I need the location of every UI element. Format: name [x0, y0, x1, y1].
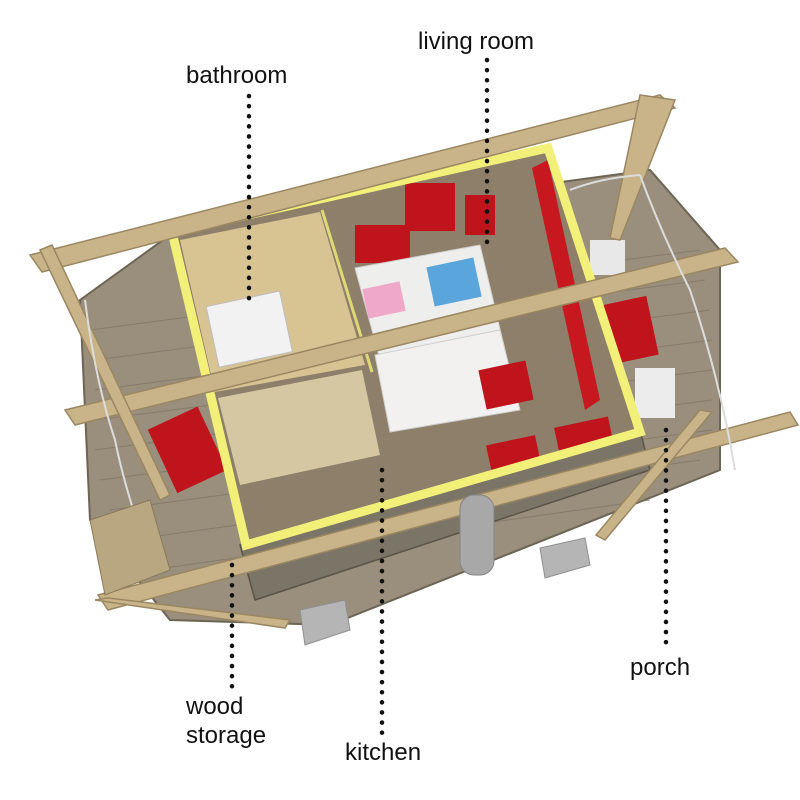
bed-cushions	[374, 329, 521, 433]
red-door-frame	[532, 160, 600, 410]
wall-outline	[166, 142, 646, 551]
label-living-room: living room	[418, 28, 535, 55]
stove-pipe	[459, 494, 495, 576]
roof-beams	[28, 94, 800, 629]
porch-box-2	[635, 368, 675, 418]
blue-cushion	[426, 257, 482, 307]
red-table	[478, 360, 534, 410]
label-wood-storage-line2: storage	[186, 722, 267, 749]
label-wood-storage: wood storage	[186, 692, 266, 750]
pink-cushion	[362, 281, 406, 319]
label-kitchen: kitchen	[345, 739, 422, 766]
footing-2	[539, 537, 591, 579]
red-panel-left	[147, 406, 228, 494]
leader-lines	[229, 57, 669, 738]
footing-1	[299, 599, 351, 646]
stairs	[89, 499, 171, 596]
utility-room	[218, 370, 380, 485]
porch-box-1	[590, 240, 625, 275]
label-bathroom: bathroom	[186, 62, 288, 89]
label-porch: porch	[630, 654, 691, 681]
bathtub	[205, 290, 294, 368]
red-shelf-1	[405, 183, 455, 231]
label-wood-storage-line1: wood	[186, 693, 244, 720]
red-shelf-2	[355, 225, 410, 263]
red-shelf-3	[465, 195, 495, 235]
